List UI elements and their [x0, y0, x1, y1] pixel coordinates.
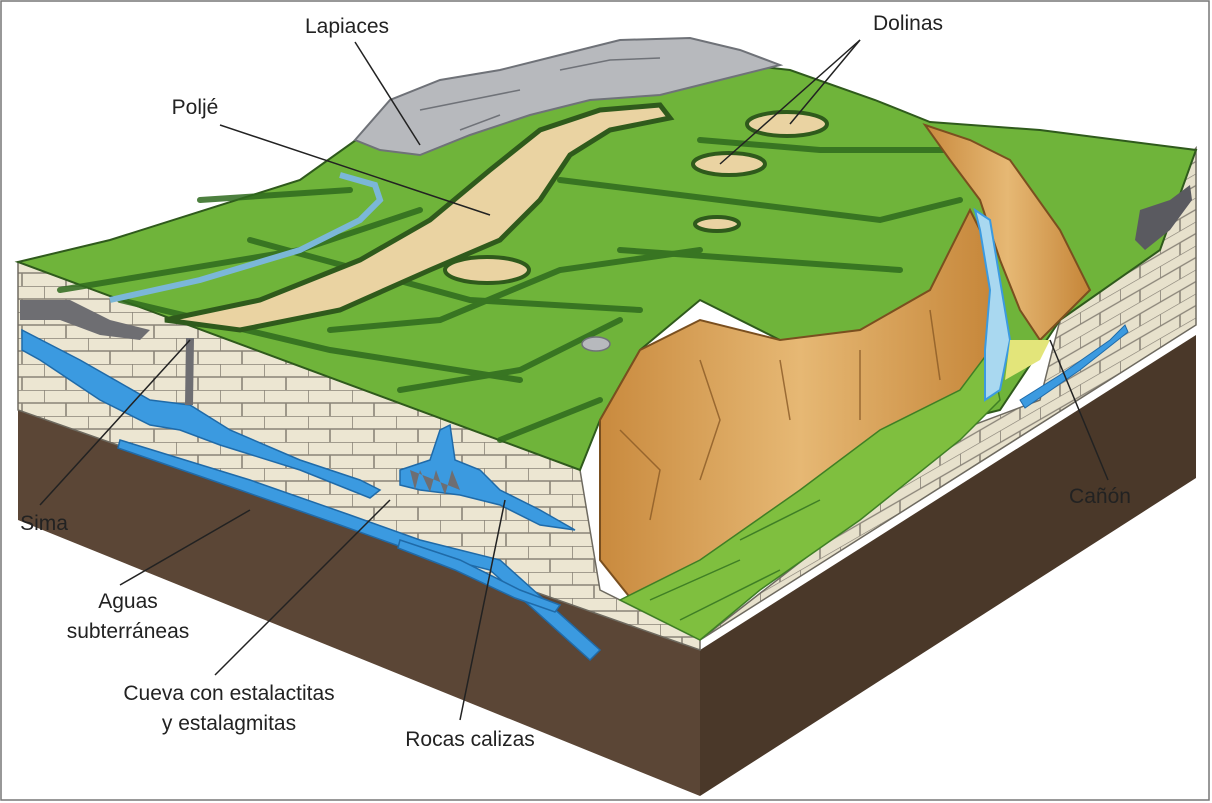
label-aguas-line2: subterráneas — [67, 620, 190, 643]
label-lapiaces: Lapiaces — [305, 15, 389, 38]
label-rocas: Rocas calizas — [405, 728, 535, 751]
leader-rocas — [459, 499, 506, 721]
label-canon: Cañón — [1069, 485, 1131, 508]
label-cueva-line1: Cueva con estalactitas — [123, 682, 334, 705]
leader-dolinas-1 — [719, 39, 861, 165]
underground-lake — [21, 328, 382, 499]
lapiaces-cracks — [419, 57, 661, 131]
stalactites — [410, 470, 460, 495]
label-polje: Poljé — [172, 96, 219, 119]
canyon-river — [973, 207, 1012, 402]
valley-fields — [649, 499, 821, 621]
soil-front-face — [18, 410, 700, 796]
label-cueva-line2: y estalagmitas — [162, 712, 296, 735]
leader-lines — [39, 39, 1109, 721]
leader-lapiaces — [354, 41, 421, 146]
dolina-2 — [691, 151, 767, 177]
label-aguas-line1: Aguas — [98, 590, 158, 613]
right-cave — [1135, 185, 1192, 250]
label-dolinas: Dolinas — [873, 12, 943, 35]
label-sima: Sima — [20, 512, 68, 535]
dolina-4 — [693, 215, 741, 233]
leader-sima — [39, 339, 191, 506]
deep-water-channel-1 — [117, 439, 602, 662]
leader-aguas — [119, 509, 251, 586]
soil-right-face — [700, 335, 1196, 796]
lapiaces-rocks — [353, 36, 784, 157]
polje — [164, 102, 675, 333]
leader-dolinas-2 — [789, 39, 861, 125]
canyon-cliff-right — [922, 123, 1092, 342]
canyon-bank — [1005, 340, 1050, 380]
right-channel — [1019, 324, 1129, 409]
upper-cave — [20, 300, 150, 340]
leader-cueva — [214, 499, 391, 676]
stalactite-cave — [399, 423, 576, 531]
sima-shaft — [185, 338, 194, 405]
dolina-1 — [443, 255, 531, 285]
canyon-strata — [619, 309, 941, 521]
leader-canon — [1049, 339, 1109, 481]
leader-polje — [219, 124, 491, 216]
deep-water-channel-2 — [397, 539, 562, 613]
dolinas — [443, 110, 829, 285]
dolina-3 — [745, 110, 829, 138]
surface-river — [109, 172, 384, 303]
